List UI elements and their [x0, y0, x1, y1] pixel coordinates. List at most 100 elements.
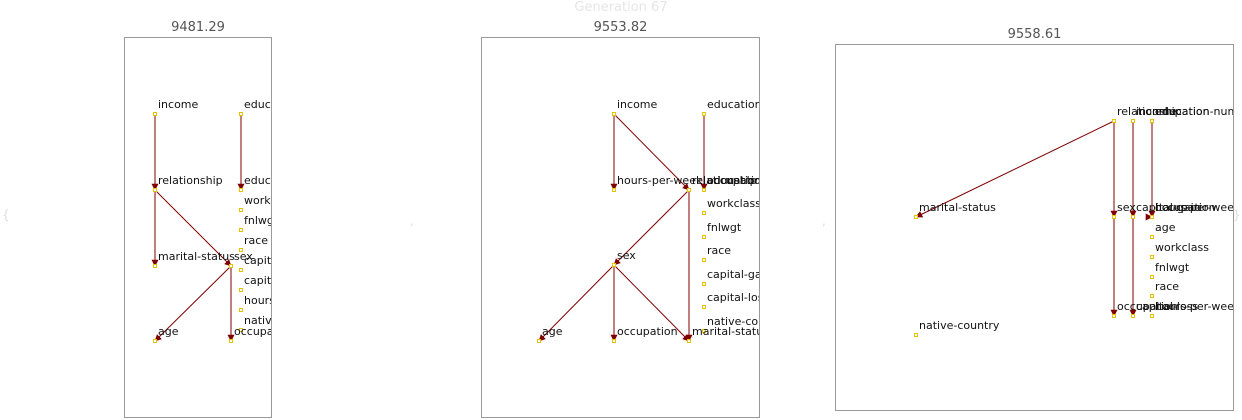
- node-label: hours-per-week: [617, 174, 703, 187]
- node-label: capital-gain: [1136, 201, 1201, 214]
- node-label: age: [158, 325, 179, 338]
- node-label: education: [707, 98, 760, 111]
- node-label: native-country: [919, 319, 1000, 332]
- node-label: marital-status: [158, 250, 235, 263]
- panel-2-score: 9553.82: [593, 20, 648, 35]
- node-label: relationship: [692, 174, 757, 187]
- node-marker: [1150, 235, 1154, 239]
- node-label: occupation: [234, 325, 272, 338]
- node-marker: [702, 329, 706, 333]
- node-marker: [612, 112, 616, 116]
- graph-canvas: income education relationship education-num…: [151, 98, 272, 343]
- node-marker: [239, 288, 243, 292]
- panel-1-score: 9481.29: [171, 20, 225, 35]
- node-marker: [702, 211, 706, 215]
- node-label: sex: [234, 250, 253, 263]
- node-marker: [239, 188, 243, 192]
- graph-canvas: income education hours-per-weekrelationshi…: [537, 98, 760, 343]
- node-marker: [1150, 255, 1154, 259]
- node-marker: [153, 264, 157, 268]
- comma-glyph: ,: [822, 214, 826, 228]
- node-marker: [1150, 119, 1154, 123]
- edge-income-relationship: [613, 113, 690, 191]
- node-label: occupation: [1155, 201, 1216, 214]
- edge-sex-age: [154, 265, 232, 342]
- node-marker: [612, 263, 616, 267]
- node-label: marital-status: [919, 201, 996, 214]
- node-label: capital-loss: [244, 274, 272, 287]
- node-label: occupation: [617, 325, 678, 338]
- node-label: income: [617, 98, 658, 111]
- node-label: age: [542, 325, 563, 338]
- edge-sex-age: [538, 264, 615, 342]
- node-label: education: [1155, 105, 1210, 118]
- node-marker: [914, 215, 918, 219]
- node-label: fnlwgt: [1155, 261, 1190, 274]
- node-marker: [229, 339, 233, 343]
- node-label: race: [244, 234, 268, 247]
- node-marker: [702, 282, 706, 286]
- bracket-glyph: }: [1233, 208, 1241, 222]
- node-marker: [702, 188, 706, 192]
- node-label: capital-gain: [707, 268, 760, 281]
- node-marker: [1112, 215, 1116, 219]
- node-label: occupation: [707, 174, 760, 187]
- node-marker: [1131, 119, 1135, 123]
- node-marker: [1131, 314, 1135, 318]
- node-marker: [1150, 294, 1154, 298]
- node-label: race: [1155, 280, 1179, 293]
- node-marker: [1131, 215, 1135, 219]
- node-marker: [1150, 314, 1154, 318]
- bracket-glyph: {: [2, 208, 10, 222]
- node-label: capital-gain: [244, 254, 272, 267]
- node-marker: [702, 112, 706, 116]
- panel-3-score: 9558.61: [1007, 27, 1062, 42]
- node-label: fnlwgt: [244, 214, 272, 227]
- node-marker: [239, 328, 243, 332]
- node-label: capital-loss: [1136, 300, 1198, 313]
- node-marker: [687, 339, 691, 343]
- node-marker: [702, 235, 706, 239]
- node-label: education: [244, 98, 272, 111]
- node-label: hours-per-week: [1155, 201, 1234, 214]
- node-marker: [914, 333, 918, 337]
- node-marker: [612, 339, 616, 343]
- node-label: occupation: [1117, 300, 1178, 313]
- node-label: age: [1155, 221, 1176, 234]
- node-marker: [537, 339, 541, 343]
- node-label: relationship: [1117, 105, 1182, 118]
- node-marker: [239, 308, 243, 312]
- node-marker: [612, 188, 616, 192]
- node-marker: [687, 188, 691, 192]
- node-marker: [239, 248, 243, 252]
- node-label: relationship: [158, 174, 223, 187]
- node-marker: [239, 112, 243, 116]
- node-marker: [229, 264, 233, 268]
- graph-panel-1: income education relationship education-num…: [124, 37, 272, 418]
- edge-relationship-sex: [154, 189, 232, 267]
- node-label: race: [707, 244, 731, 257]
- node-marker: [153, 188, 157, 192]
- node-marker: [702, 258, 706, 262]
- edge-relationship-marital_status: [915, 120, 1115, 218]
- node-label: fnlwgt: [707, 221, 742, 234]
- comma-glyph: ,: [410, 214, 414, 228]
- node-label: education-num: [1155, 105, 1234, 118]
- node-marker: [1112, 119, 1116, 123]
- node-label: hours-per-week: [1155, 300, 1234, 313]
- node-marker: [1112, 314, 1116, 318]
- edge-sex-marital_status: [613, 264, 690, 342]
- node-label: workclass: [1155, 241, 1209, 254]
- node-label: sex: [1117, 201, 1136, 214]
- node-label: income: [1136, 105, 1177, 118]
- node-marker: [1150, 215, 1154, 219]
- node-label: hours-per-week: [244, 294, 272, 307]
- node-label: income: [158, 98, 199, 111]
- node-label: marital-status: [692, 325, 760, 338]
- node-marker: [239, 268, 243, 272]
- node-label: education-num: [244, 174, 272, 187]
- node-label: sex: [617, 249, 636, 262]
- edge-relationship-sex: [613, 189, 690, 266]
